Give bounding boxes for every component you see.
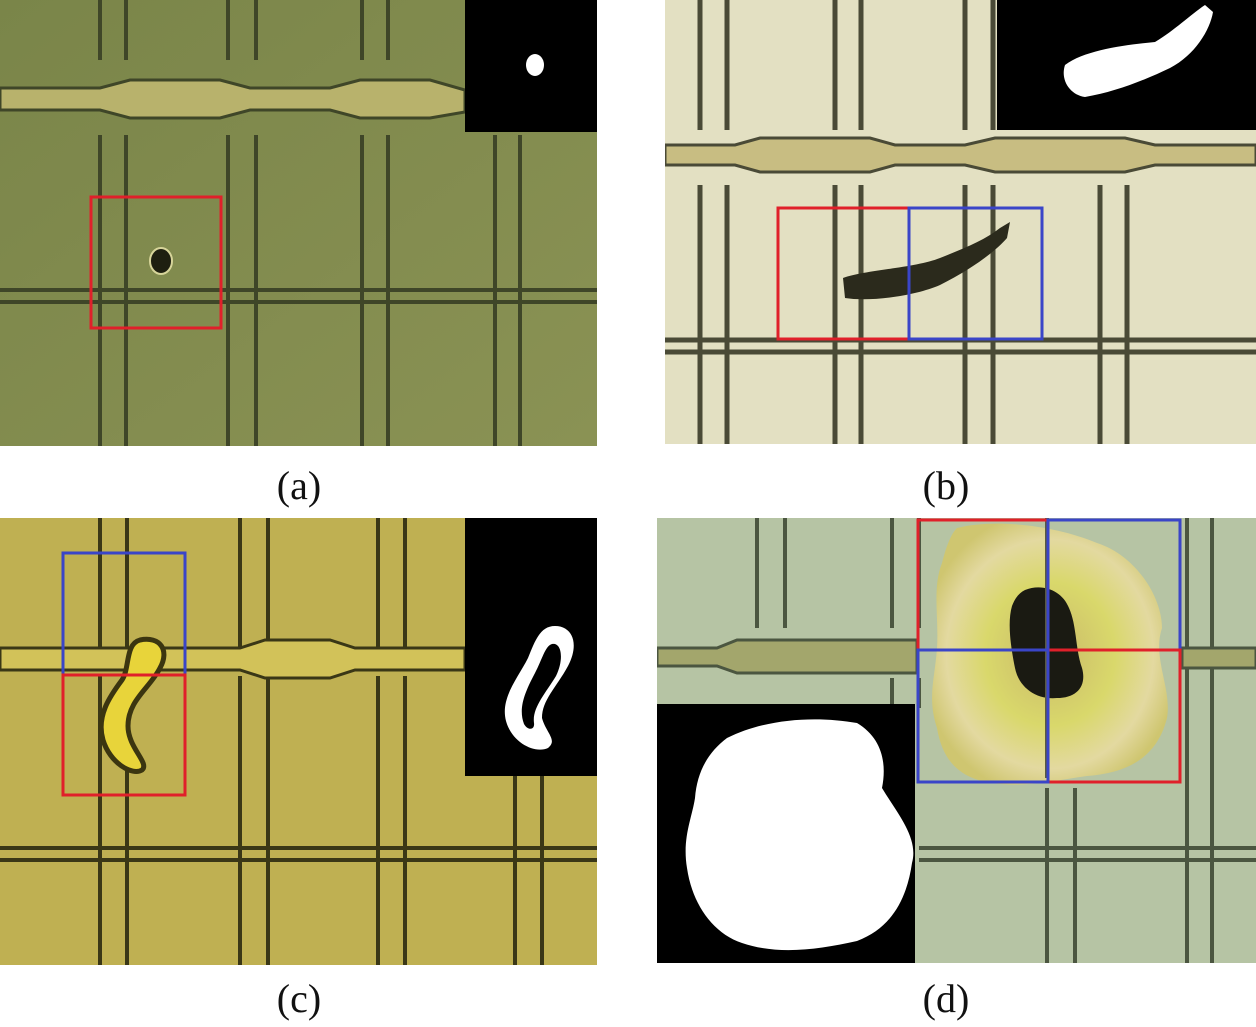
panel-b-micrograph bbox=[665, 0, 1256, 444]
caption-d: (d) bbox=[922, 976, 970, 1021]
caption-b: (b) bbox=[922, 463, 970, 508]
caption-a: (a) bbox=[276, 463, 322, 508]
panel-d-micrograph bbox=[657, 518, 1256, 963]
panel-c-micrograph bbox=[0, 518, 597, 965]
panel-a-micrograph bbox=[0, 0, 597, 446]
caption-c: (c) bbox=[276, 976, 322, 1021]
